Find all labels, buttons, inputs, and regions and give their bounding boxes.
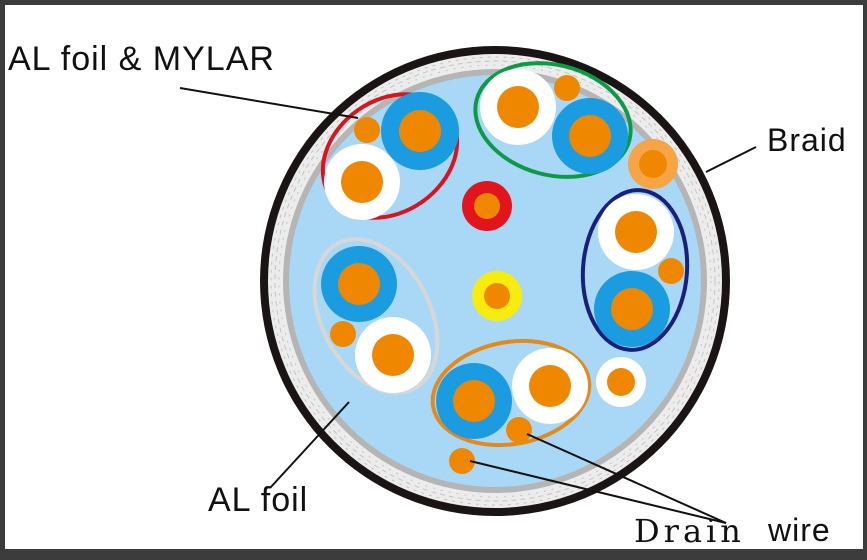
conductor xyxy=(497,86,539,128)
conductor xyxy=(338,263,380,305)
pair-gray-shield xyxy=(312,237,440,395)
pair-red xyxy=(320,92,460,220)
drain-conductor xyxy=(554,75,580,101)
conductor xyxy=(399,110,441,152)
conductor xyxy=(372,334,414,376)
drain-conductor xyxy=(506,417,532,443)
label-al-foil: AL foil xyxy=(208,481,309,519)
drain-conductor xyxy=(330,321,356,347)
leader-braid xyxy=(705,146,757,173)
conductor xyxy=(453,380,495,422)
main-drain-wire xyxy=(449,448,475,474)
pair-gray xyxy=(312,237,440,395)
conductor xyxy=(341,161,383,203)
center-yellow-conductor xyxy=(484,283,510,309)
label-braid: Braid xyxy=(767,122,847,158)
leader-al-mylar xyxy=(179,87,359,119)
pair-green-shield xyxy=(473,61,633,179)
conductor xyxy=(529,365,571,407)
leader-al-foil xyxy=(269,401,350,489)
label-al-foil-mylar: AL foil & MYLAR xyxy=(8,40,275,78)
pair-green xyxy=(473,61,633,179)
drain-conductor xyxy=(354,117,380,143)
pair-navy xyxy=(580,188,690,352)
leader-drain-1 xyxy=(469,460,727,524)
conductor xyxy=(611,288,653,330)
pair-navy-shield xyxy=(580,188,690,352)
label-wire: wire xyxy=(768,512,831,548)
pair-orange-shield xyxy=(430,338,592,448)
drain-conductor xyxy=(658,258,684,284)
label-drain: Drain xyxy=(634,512,745,550)
center-red-conductor xyxy=(474,193,500,219)
pair-orange xyxy=(430,338,592,448)
drain-light-inner xyxy=(639,150,667,178)
conductor xyxy=(569,115,611,157)
leader-drain-2 xyxy=(526,433,727,524)
single-white-conductor xyxy=(607,368,635,396)
braid-texture xyxy=(270,56,720,506)
conductor xyxy=(615,211,657,253)
leader-lines xyxy=(179,87,757,524)
